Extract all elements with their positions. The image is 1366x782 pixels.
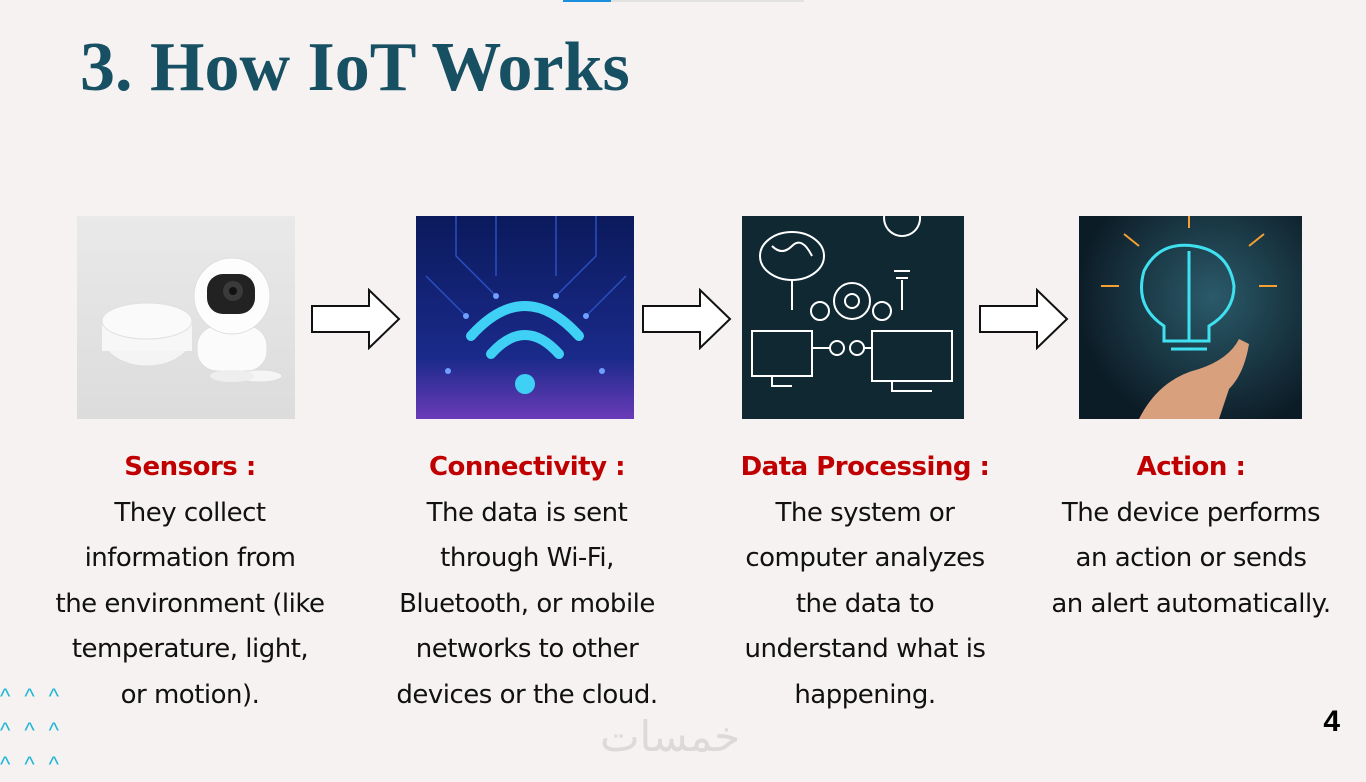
arrow-right-icon xyxy=(311,288,401,350)
arrow-right-icon xyxy=(642,288,732,350)
camera-illustration xyxy=(101,257,283,383)
wifi-icon xyxy=(425,216,627,394)
page-number: 4 xyxy=(1323,705,1340,738)
step-description: The system or computer analyzes the data… xyxy=(744,497,986,710)
step-title: Data Processing : xyxy=(740,452,990,482)
sensors-image xyxy=(77,216,295,419)
connectivity-image xyxy=(416,216,634,419)
step-action: Action : The device performs an action or… xyxy=(1025,445,1357,627)
step-sensors: Sensors : They collect information from t… xyxy=(30,445,350,718)
arrow-right-icon xyxy=(979,288,1069,350)
slide-title: 3. How IoT Works xyxy=(80,29,630,106)
brain-gears-illustration xyxy=(751,216,953,392)
lightbulb-hand-illustration xyxy=(1101,216,1277,419)
chevron-pattern-decoration: ^^^^^^^^^ xyxy=(0,684,73,777)
step-description: The data is sent through Wi-Fi, Bluetoot… xyxy=(396,497,658,710)
slide-progress-fill xyxy=(563,0,612,2)
step-description: They collect information from the enviro… xyxy=(55,497,326,710)
data-processing-image xyxy=(742,216,964,419)
action-image xyxy=(1079,216,1302,419)
step-description: The device performs an action or sends a… xyxy=(1051,497,1331,619)
slide-progress-bar xyxy=(563,0,804,2)
step-title: Sensors : xyxy=(124,452,256,482)
step-title: Connectivity : xyxy=(428,452,626,482)
step-data-processing: Data Processing : The system or computer … xyxy=(705,445,1025,718)
step-connectivity: Connectivity : The data is sent through W… xyxy=(367,445,687,718)
step-title: Action : xyxy=(1136,452,1246,482)
watermark-logo: خمسات xyxy=(600,712,741,761)
